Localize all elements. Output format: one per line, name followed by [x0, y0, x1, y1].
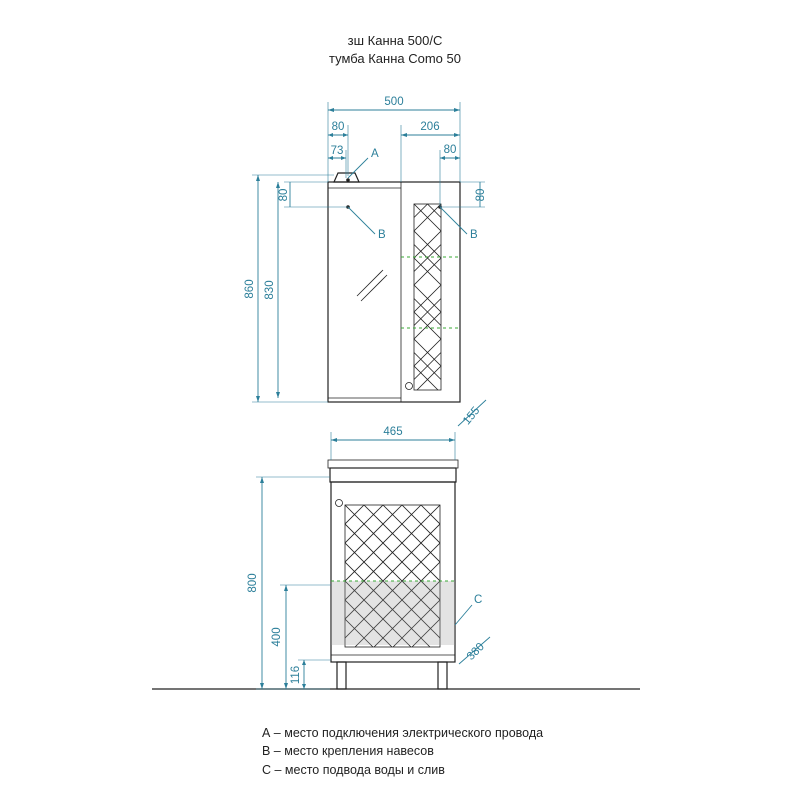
marker-b-left: B — [378, 229, 386, 241]
legend-item-a: А – место подключения электрического про… — [262, 726, 543, 740]
drawing-title-line2: тумба Канна Como 50 — [329, 51, 461, 66]
dim-label-155: 155 — [461, 405, 483, 427]
plumbing-zone — [331, 581, 455, 645]
dim-label-206: 206 — [420, 121, 439, 133]
base-cabinet — [152, 459, 640, 690]
dim-label-80: 80 — [332, 121, 345, 133]
dim-label-380: 380 — [465, 641, 487, 663]
dim-label-73: 73 — [331, 145, 344, 157]
legend: А – место подключения электрического про… — [262, 726, 543, 777]
door-knob — [405, 382, 413, 390]
marker-b-right: B — [470, 229, 478, 241]
dim-label-80-left: 80 — [278, 189, 290, 202]
leg-right — [437, 661, 448, 690]
mirror-glare-line — [360, 274, 388, 302]
base-lattice-pattern — [345, 505, 440, 647]
dim-label-830: 830 — [264, 280, 276, 299]
mirror-glare-line — [356, 269, 384, 297]
legend-item-c: С – место подвода воды и слив — [262, 763, 445, 777]
base-door-knob — [335, 499, 343, 507]
dim-label-800: 800 — [247, 573, 259, 592]
mirror-cabinet — [327, 172, 461, 403]
legend-item-b: В – место крепления навесов — [262, 744, 434, 758]
lattice-pattern — [413, 203, 442, 391]
drawing-title-line1: зш Канна 500/С — [348, 33, 443, 48]
wire-point-a — [346, 178, 350, 182]
base-cabinet-body — [330, 481, 456, 663]
sink-bowl — [329, 467, 457, 483]
base-door-panel — [344, 504, 441, 648]
dim-label-80-right-top: 80 — [444, 144, 457, 156]
mirror-cabinet-frame — [327, 181, 461, 403]
marker-c: C — [474, 594, 482, 606]
dim-label-860: 860 — [244, 279, 256, 298]
marker-a: A — [371, 148, 379, 160]
dim-label-400: 400 — [271, 627, 283, 646]
upper-dimensions: 500 80 73 A 206 80 80 B 80 — [244, 96, 487, 427]
dim-label-80-right: 80 — [475, 189, 487, 202]
dim-label-116: 116 — [290, 666, 302, 684]
dim-label-500: 500 — [384, 96, 403, 108]
lamp-icon — [333, 172, 360, 183]
dim-label-465: 465 — [383, 426, 402, 438]
leg-left — [336, 661, 347, 690]
sink-top — [327, 459, 459, 469]
